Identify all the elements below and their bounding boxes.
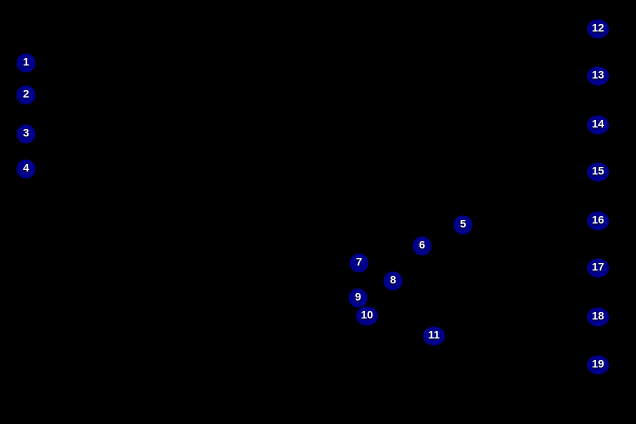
- som-mark-16[interactable]: 16: [587, 211, 609, 231]
- som-mark-6[interactable]: 6: [412, 236, 432, 256]
- som-mark-12[interactable]: 12: [587, 19, 609, 39]
- som-mark-17[interactable]: 17: [587, 258, 609, 278]
- som-mark-14[interactable]: 14: [587, 115, 609, 135]
- som-mark-7[interactable]: 7: [349, 253, 369, 273]
- som-mark-18[interactable]: 18: [587, 307, 609, 327]
- som-mark-1[interactable]: 1: [16, 53, 36, 73]
- som-mark-15[interactable]: 15: [587, 162, 609, 182]
- som-mark-2[interactable]: 2: [16, 85, 36, 105]
- som-mark-10[interactable]: 10: [356, 306, 378, 326]
- som-mark-9[interactable]: 9: [348, 288, 368, 308]
- som-mark-5[interactable]: 5: [453, 215, 473, 235]
- som-mark-4[interactable]: 4: [16, 159, 36, 179]
- som-mark-11[interactable]: 11: [423, 326, 445, 346]
- som-mark-13[interactable]: 13: [587, 66, 609, 86]
- som-mark-8[interactable]: 8: [383, 271, 403, 291]
- som-mark-19[interactable]: 19: [587, 355, 609, 375]
- som-mark-3[interactable]: 3: [16, 124, 36, 144]
